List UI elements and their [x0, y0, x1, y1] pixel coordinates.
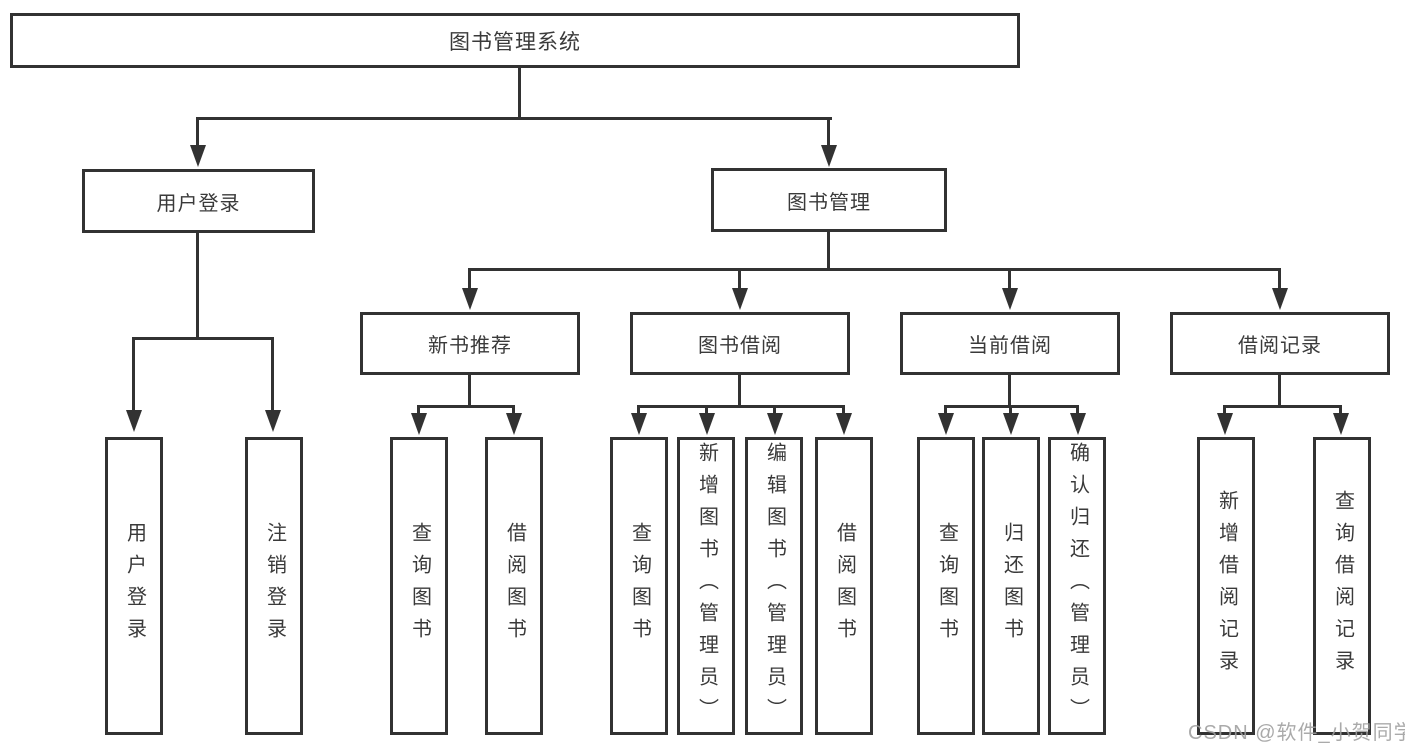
connector-line [827, 117, 830, 147]
leaf-query-borrow-record: 查询借阅记录 [1313, 437, 1371, 735]
connector-line [468, 375, 471, 407]
leaf-confirm-return-admin: 确认归还（管理员） [1048, 437, 1106, 735]
connector-line [271, 337, 274, 412]
connector-line [1339, 405, 1342, 415]
leaf-query-books-recommend: 查询图书 [390, 437, 448, 735]
arrowhead-icon [265, 410, 281, 432]
leaf-add-books-admin: 新增图书（管理员） [677, 437, 735, 735]
connector-line [738, 268, 741, 290]
node-label: 借阅图书 [833, 522, 856, 650]
node-label: 图书管理系统 [449, 30, 581, 54]
node-label: 编辑图书（管理员） [763, 442, 786, 730]
arrowhead-icon [938, 413, 954, 435]
node-label: 注销登录 [263, 522, 286, 650]
node-root-system: 图书管理系统 [10, 13, 1020, 68]
arrowhead-icon [1002, 288, 1018, 310]
arrowhead-icon [126, 410, 142, 432]
node-label: 借阅图书 [503, 522, 526, 650]
arrowhead-icon [1217, 413, 1233, 435]
watermark: CSDN @软件_小贺同学 [1188, 722, 1405, 744]
connector-line [1076, 405, 1079, 415]
leaf-user-login: 用户登录 [105, 437, 163, 735]
connector-line [1223, 405, 1342, 408]
node-label: 新增图书（管理员） [695, 442, 718, 730]
arrowhead-icon [1003, 413, 1019, 435]
arrowhead-icon [821, 145, 837, 167]
connector-line [637, 405, 640, 415]
connector-line [1278, 375, 1281, 407]
leaf-query-books-current: 查询图书 [917, 437, 975, 735]
node-book-management: 图书管理 [711, 168, 947, 232]
connector-line [705, 405, 708, 415]
connector-line [827, 232, 830, 270]
leaf-edit-books-admin: 编辑图书（管理员） [745, 437, 803, 735]
connector-line [196, 117, 832, 120]
node-label: 新增借阅记录 [1215, 490, 1238, 682]
node-label: 用户登录 [156, 192, 241, 215]
node-label: 查询图书 [628, 522, 651, 650]
leaf-borrow-books-recommend: 借阅图书 [485, 437, 543, 735]
connector-line [1223, 405, 1226, 415]
connector-line [518, 67, 521, 119]
arrowhead-icon [631, 413, 647, 435]
leaf-logout: 注销登录 [245, 437, 303, 735]
connector-line [1278, 268, 1281, 290]
node-borrowing-records: 借阅记录 [1170, 312, 1390, 375]
node-label: 查询图书 [935, 522, 958, 650]
node-label: 借阅记录 [1238, 335, 1322, 357]
arrowhead-icon [1272, 288, 1288, 310]
connector-line [196, 117, 199, 147]
connector-line [1008, 268, 1011, 290]
connector-line [417, 405, 515, 408]
node-label: 确认归还（管理员） [1066, 442, 1089, 730]
connector-line [1009, 405, 1012, 415]
node-current-borrowing: 当前借阅 [900, 312, 1120, 375]
connector-line [468, 268, 471, 290]
connector-line [1008, 375, 1011, 407]
arrowhead-icon [462, 288, 478, 310]
connector-line [196, 233, 199, 339]
arrowhead-icon [732, 288, 748, 310]
node-label: 图书借阅 [698, 335, 782, 357]
leaf-add-borrow-record: 新增借阅记录 [1197, 437, 1255, 735]
arrowhead-icon [836, 413, 852, 435]
connector-line [842, 405, 845, 415]
arrowhead-icon [411, 413, 427, 435]
connector-line [944, 405, 947, 415]
node-label: 归还图书 [1000, 522, 1023, 650]
connector-line [773, 405, 776, 415]
leaf-query-books-borrowing: 查询图书 [610, 437, 668, 735]
arrowhead-icon [506, 413, 522, 435]
arrowhead-icon [1333, 413, 1349, 435]
connector-line [132, 337, 274, 340]
connector-line [738, 375, 741, 407]
node-label: 图书管理 [787, 191, 871, 214]
node-new-book-recommend: 新书推荐 [360, 312, 580, 375]
connector-line [417, 405, 420, 415]
arrowhead-icon [190, 145, 206, 167]
connector-line [637, 405, 845, 408]
arrowhead-icon [699, 413, 715, 435]
node-user-login: 用户登录 [82, 169, 315, 233]
arrowhead-icon [767, 413, 783, 435]
node-label: 用户登录 [123, 522, 146, 650]
node-label: 查询借阅记录 [1331, 490, 1354, 682]
node-book-borrowing: 图书借阅 [630, 312, 850, 375]
connector-line [468, 268, 1281, 271]
connector-line [512, 405, 515, 415]
arrowhead-icon [1070, 413, 1086, 435]
connector-line [132, 337, 135, 412]
node-label: 查询图书 [408, 522, 431, 650]
node-label: 当前借阅 [968, 335, 1052, 357]
leaf-return-books: 归还图书 [982, 437, 1040, 735]
node-label: 新书推荐 [428, 335, 512, 357]
leaf-borrow-books: 借阅图书 [815, 437, 873, 735]
